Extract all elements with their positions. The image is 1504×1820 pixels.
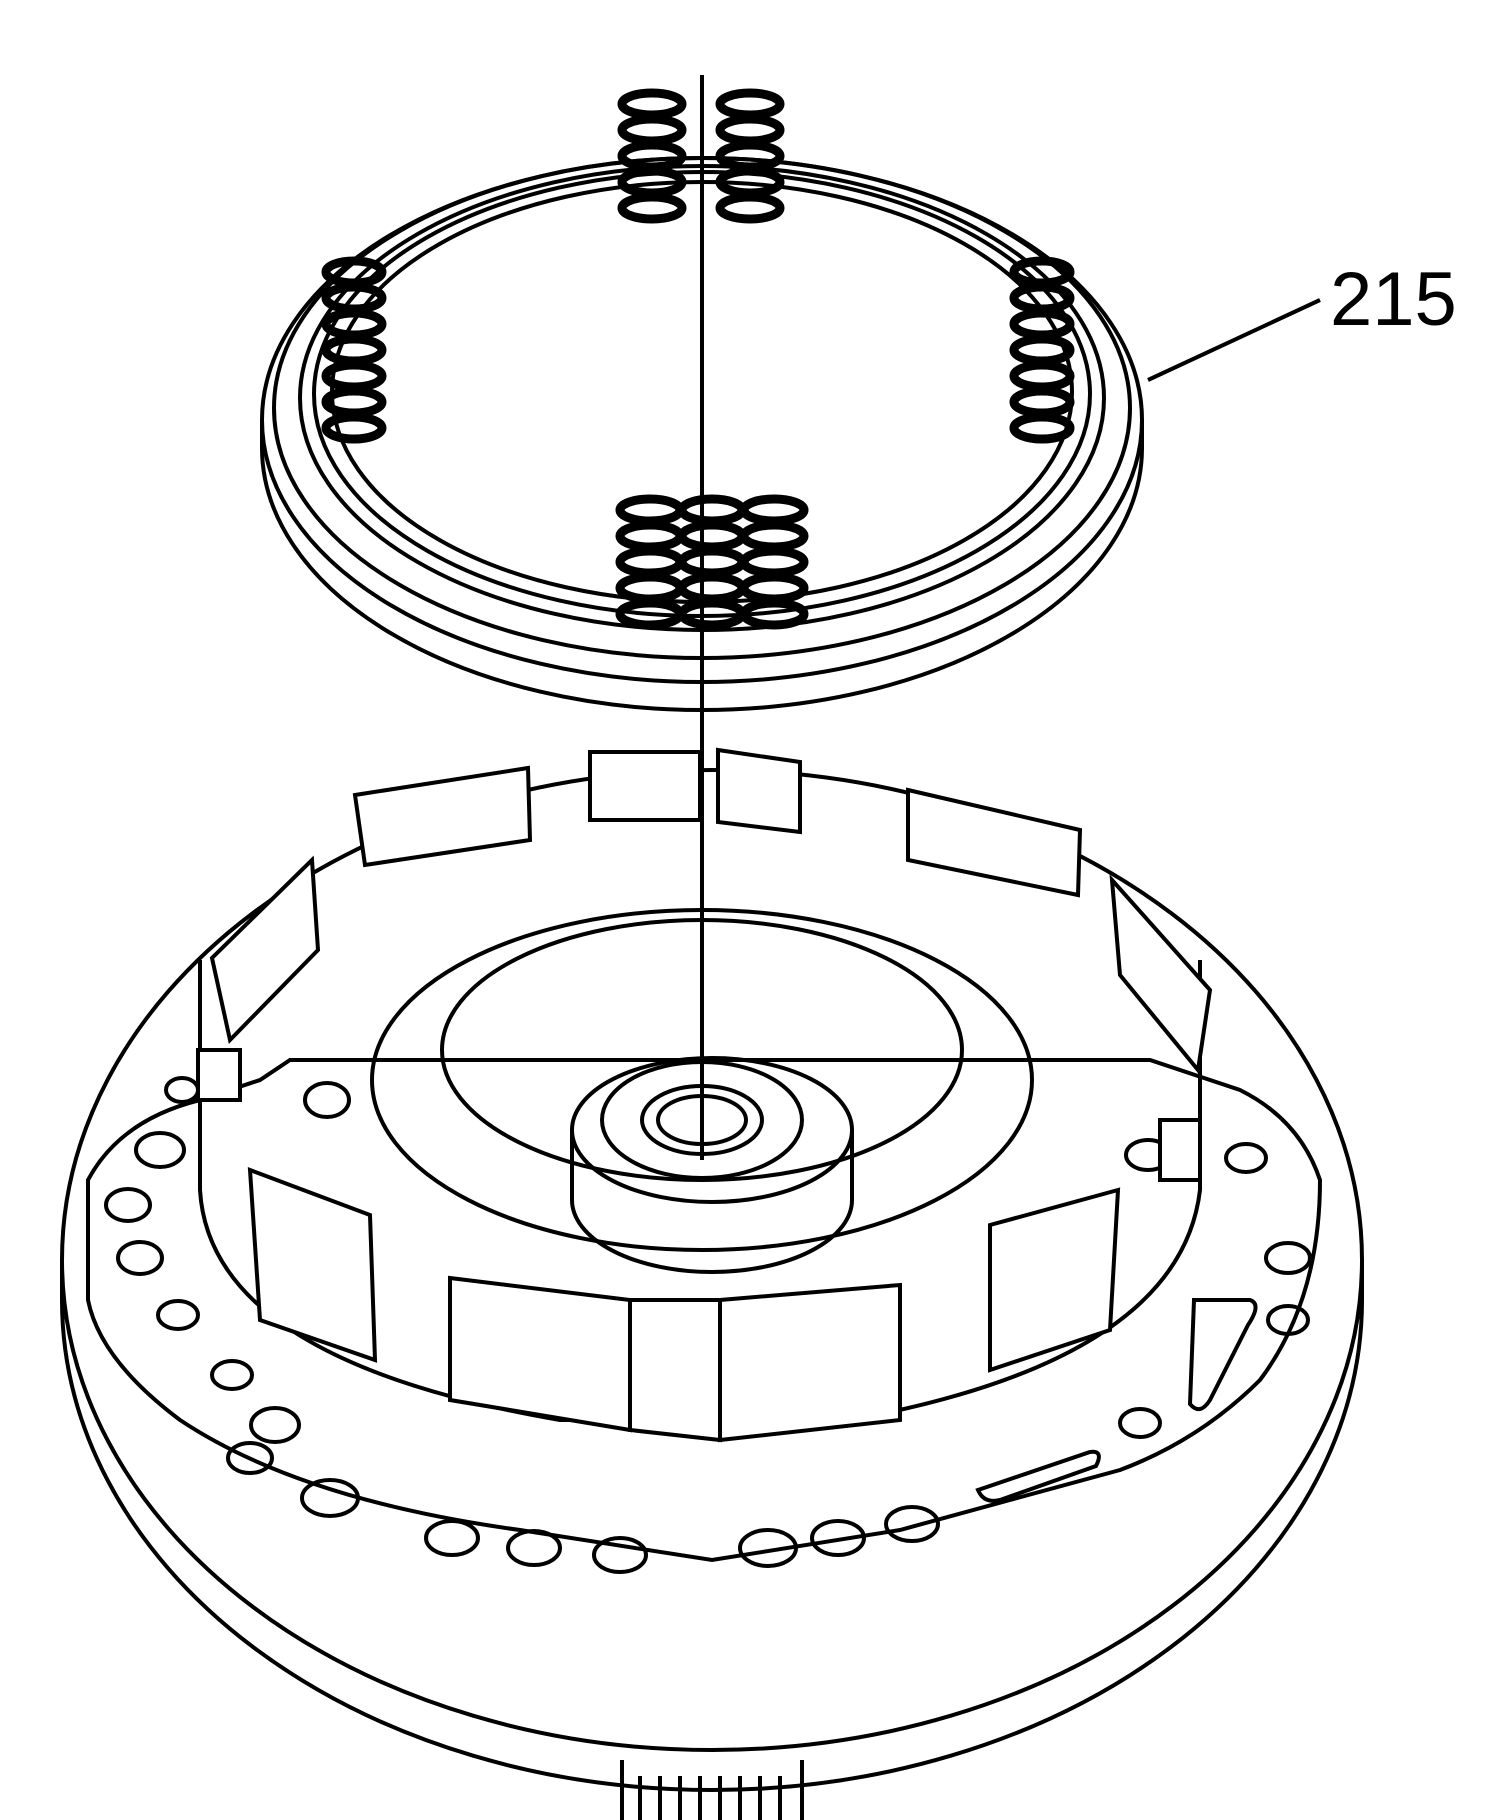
spring-bottom-left xyxy=(615,494,685,630)
spring-bottom-center xyxy=(677,494,747,630)
spring-top-left xyxy=(617,88,687,224)
callout-label: 215 xyxy=(1330,257,1457,342)
spring-bottom-right xyxy=(739,494,809,630)
pump-housing xyxy=(60,768,1364,1820)
flange-holes xyxy=(104,1076,1312,1574)
callout-215: 215 xyxy=(1147,257,1457,382)
spring-right xyxy=(1009,256,1075,444)
spring-left xyxy=(321,256,387,444)
leader-line xyxy=(1147,298,1321,382)
clutch-drum xyxy=(196,747,1213,1443)
spring-top-right xyxy=(715,88,785,224)
return-springs xyxy=(321,88,1075,630)
